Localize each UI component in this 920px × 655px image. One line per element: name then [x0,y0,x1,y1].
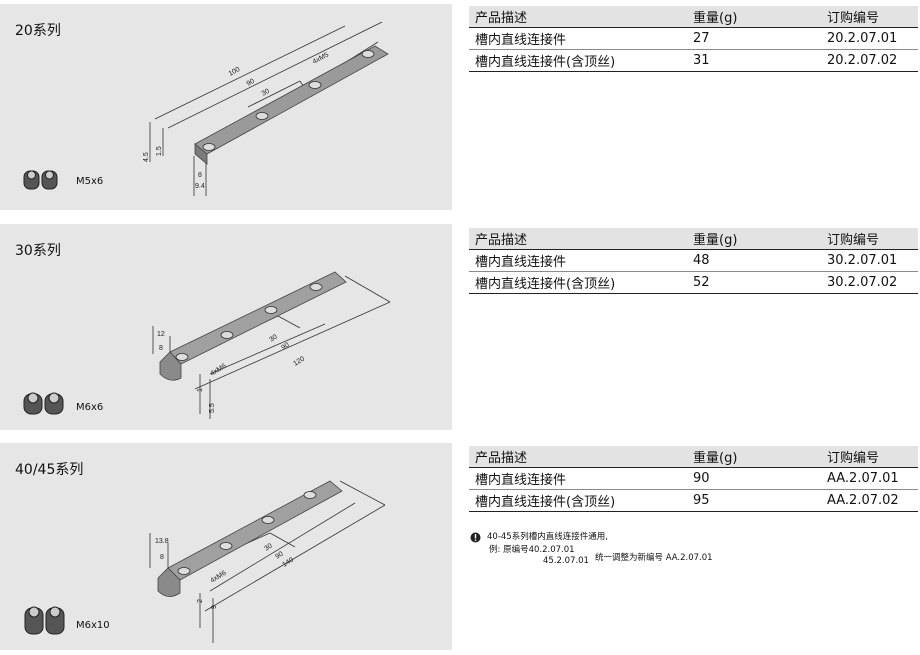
info-icon [470,532,481,543]
header-order-number: 订购编号 [821,228,918,250]
table-row: 槽内直线连接件(含顶丝) 95 AA.2.07.02 [469,489,918,512]
table-header-row: 产品描述 重量(g) 订购编号 [469,6,918,28]
section-title: 20系列 [15,23,61,39]
row-order-number: AA.2.07.01 [821,467,918,490]
dim-w2: 9 [211,605,218,609]
dim-w2: 5.5 [209,403,216,413]
dim-holes: 4xM6 [209,570,227,585]
section-title: 40/45系列 [15,462,84,478]
set-screw-icon [24,606,65,635]
section-30-drawing-panel: 30系列 120 90 30 4xM6 12 8 1 [0,224,452,430]
header-weight: 重量(g) [675,228,821,250]
dim-span: 90 [280,342,290,352]
row-order-number: 30.2.07.01 [821,249,918,272]
row-description: 槽内直线连接件 [469,249,675,272]
dim-h1: 4.5 [143,152,150,162]
section-20-drawing-panel: 20系列 100 90 30 4xM5 4.5 [0,4,452,210]
dim-w1: 8 [198,172,202,179]
section-40-45-order-table: 产品描述 重量(g) 订购编号 槽内直线连接件 90 AA.2.07.01 槽内… [469,446,918,512]
row-weight: 95 [675,489,821,512]
note-line-4: 统一调整为新编号 AA.2.07.01 [595,553,713,563]
screw-size-label: M6x10 [76,620,110,631]
row-weight: 90 [675,467,821,490]
section-30-order-table: 产品描述 重量(g) 订购编号 槽内直线连接件 48 30.2.07.01 槽内… [469,228,918,294]
header-description: 产品描述 [469,228,675,250]
row-weight: 27 [675,27,821,50]
note-line-3: 45.2.07.01 [543,556,589,566]
row-weight: 48 [675,249,821,272]
table-row: 槽内直线连接件 48 30.2.07.01 [469,249,918,272]
dim-h2: 8 [160,554,164,561]
row-order-number: 20.2.07.02 [821,49,918,72]
header-description: 产品描述 [469,446,675,468]
row-weight: 52 [675,271,821,294]
header-order-number: 订购编号 [821,446,918,468]
table-row: 槽内直线连接件(含顶丝) 31 20.2.07.02 [469,49,918,72]
dim-length: 100 [228,66,242,78]
dim-pitch: 30 [261,88,271,98]
row-description: 槽内直线连接件 [469,467,675,490]
dim-h1: 13.8 [155,538,169,545]
row-description: 槽内直线连接件(含顶丝) [469,489,675,512]
connector-drawing-40-45: 140 90 30 4xM6 13.8 8 2 9 [24,480,386,643]
dim-h2: 1.5 [156,146,163,156]
connector-drawing-20: 100 90 30 4xM5 4.5 1.5 8 9.4 [23,21,389,196]
dim-length: 140 [281,557,295,569]
dim-length: 120 [292,356,306,368]
screw-size-label: M5x6 [76,176,104,187]
note-line-1: 40-45系列槽内直线连接件通用, [487,532,608,542]
section-40-45-drawing-panel: 40/45系列 140 90 30 4xM6 13.8 8 [0,443,452,650]
dim-w1: 2 [197,599,204,603]
note-line-2: 例: 原编号40.2.07.01 [489,545,575,555]
header-order-number: 订购编号 [821,6,918,28]
table-row: 槽内直线连接件 90 AA.2.07.01 [469,467,918,490]
set-screw-icon [23,392,64,415]
row-description: 槽内直线连接件 [469,27,675,50]
section-title: 30系列 [15,243,61,259]
header-weight: 重量(g) [675,446,821,468]
table-header-row: 产品描述 重量(g) 订购编号 [469,446,918,468]
row-order-number: 20.2.07.01 [821,27,918,50]
table-row: 槽内直线连接件(含顶丝) 52 30.2.07.02 [469,271,918,294]
connector-drawing-30: 120 90 30 4xM6 12 8 1 5.5 [23,271,391,419]
header-weight: 重量(g) [675,6,821,28]
dim-w2: 9.4 [195,183,205,190]
dim-pitch: 30 [263,543,273,553]
dim-h2: 8 [159,345,163,352]
section-20-order-table: 产品描述 重量(g) 订购编号 槽内直线连接件 27 20.2.07.01 槽内… [469,6,918,72]
dim-holes: 4xM5 [312,51,330,65]
dim-pitch: 30 [268,334,278,344]
screw-size-label: M6x6 [76,402,104,413]
header-description: 产品描述 [469,6,675,28]
dim-h1: 12 [157,331,165,338]
table-header-row: 产品描述 重量(g) 订购编号 [469,228,918,250]
row-order-number: AA.2.07.02 [821,489,918,512]
dim-span: 90 [274,551,284,561]
row-order-number: 30.2.07.02 [821,271,918,294]
dim-span: 90 [246,78,256,88]
row-description: 槽内直线连接件(含顶丝) [469,271,675,294]
table-row: 槽内直线连接件 27 20.2.07.01 [469,27,918,50]
dim-w1: 1 [197,388,204,392]
row-weight: 31 [675,49,821,72]
set-screw-icon [23,170,58,190]
row-description: 槽内直线连接件(含顶丝) [469,49,675,72]
